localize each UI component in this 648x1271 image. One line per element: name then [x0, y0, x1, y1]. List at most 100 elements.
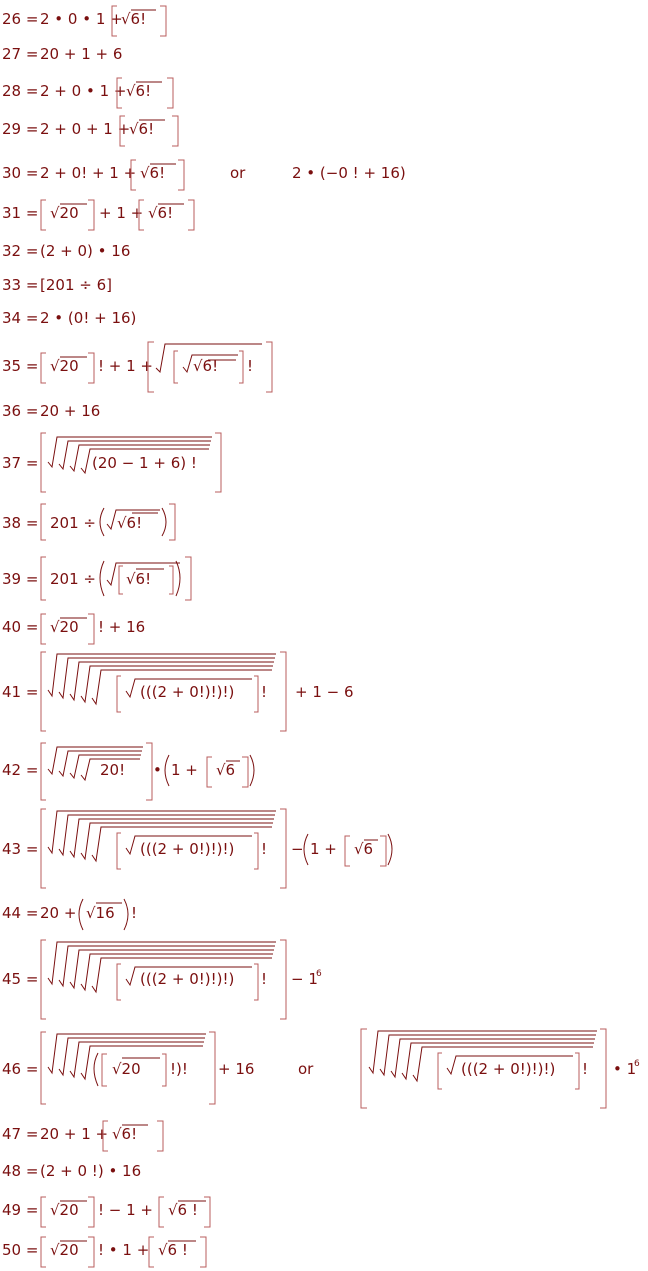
eq-term: !)!: [170, 1060, 188, 1078]
floor-bracket-left: [40, 1031, 46, 1105]
radical-sign: [91, 826, 272, 863]
eq-term: !: [261, 683, 267, 701]
eq-term: + 1 − 6: [295, 683, 354, 701]
equation-48: 48 = (2 + 0 !) • 16: [2, 1162, 141, 1180]
floor-bracket-right: [88, 1236, 95, 1268]
eq-term: 2 • (0! + 16): [40, 309, 136, 327]
eq-term: 201 ÷: [50, 514, 96, 532]
paren-left: [99, 560, 105, 597]
radical-sign: [80, 665, 273, 704]
eq-lhs: 37 =: [2, 454, 38, 472]
floor-bracket-right: [575, 1052, 580, 1090]
paren-right: [387, 833, 393, 866]
floor-bracket-right: [209, 1031, 216, 1105]
eq-lhs: 26 =: [2, 10, 38, 28]
floor-bracket-left: [360, 1028, 367, 1109]
eq-term: 20 + 1 +: [40, 1125, 108, 1143]
paren-left: [164, 754, 170, 787]
eq-lhs: 31 =: [2, 204, 38, 222]
floor-bracket-left: [116, 77, 122, 109]
eq-term: √20: [50, 1201, 79, 1219]
floor-bracket-right: [215, 432, 222, 493]
floor-bracket-right: [88, 1196, 95, 1228]
eq-term: [201 ÷ 6]: [40, 276, 112, 294]
floor-bracket-left: [40, 808, 46, 889]
equation-45: 45 = (((2 + 0!)!)!) ! − 1 6: [2, 939, 322, 1020]
eq-lhs: 35 =: [2, 357, 38, 375]
floor-bracket-left: [116, 832, 121, 870]
floor-bracket-right: [146, 742, 153, 801]
eq-term: − 1: [291, 970, 318, 988]
equation-43: 43 = (((2 + 0!)!)!) ! − 1 + √6: [2, 808, 393, 889]
eq-term: √16: [86, 904, 115, 922]
eq-term: √6 !: [158, 1241, 188, 1259]
equation-44: 44 = 20 + √16 !: [2, 898, 137, 931]
floor-bracket-right: [188, 199, 195, 231]
floor-bracket-left: [111, 5, 117, 37]
equation-29: 29 = 2 + 0 + 1 + √6!: [2, 115, 179, 147]
floor-bracket-right: [160, 5, 167, 37]
floor-bracket-right: [600, 1028, 607, 1109]
radical-sign: [58, 657, 275, 700]
equation-31: 31 = √20 + 1 + √6!: [2, 199, 195, 231]
floor-bracket-left: [40, 199, 46, 231]
eq-term: √20: [50, 1241, 79, 1259]
floor-bracket-right: [169, 503, 176, 541]
eq-term: √6!: [140, 164, 165, 182]
equation-47: 47 = 20 + 1 + √6!: [2, 1120, 164, 1152]
radical-sign: [390, 1038, 595, 1079]
eq-term: √20: [50, 204, 79, 222]
radical-sign: [69, 818, 274, 859]
equation-50: 50 = √20 ! • 1 + √6 !: [2, 1236, 207, 1268]
radical-sign: [446, 1055, 573, 1076]
radical-sign: [80, 822, 273, 861]
eq-lhs: 44 =: [2, 904, 38, 922]
radical-sign: [91, 957, 272, 994]
eq-term: 2 + 0 • 1 +: [40, 82, 126, 100]
eq-term: !: [261, 970, 267, 988]
eq-term: (20 − 1 + 6) !: [92, 454, 197, 472]
paren-right: [123, 898, 129, 931]
eq-term: √6!: [148, 204, 173, 222]
eq-term: (((2 + 0!)!)!): [140, 970, 234, 988]
radical-sign: [47, 436, 212, 469]
radical-sign: [69, 1041, 204, 1079]
radical-sign: [58, 750, 142, 778]
eq-term: 201 ÷: [50, 570, 96, 588]
floor-bracket-left: [116, 963, 121, 1001]
eq-lhs: 41 =: [2, 683, 38, 701]
radical-sign: [47, 1033, 206, 1075]
floor-bracket-right: [172, 115, 179, 147]
floor-bracket-right: [162, 1053, 167, 1087]
floor-bracket-right: [185, 556, 192, 601]
eq-lhs: 43 =: [2, 840, 38, 858]
floor-bracket-left: [40, 742, 46, 801]
floor-bracket-left: [40, 939, 46, 1020]
radical-sign: [80, 1045, 203, 1081]
eq-term: √6!: [112, 1125, 137, 1143]
floor-bracket-left: [138, 199, 144, 231]
eq-term: 20 + 1 + 6: [40, 45, 122, 63]
eq-term: !: [261, 840, 267, 858]
floor-bracket-right: [88, 613, 95, 645]
eq-term: !: [247, 357, 253, 375]
floor-bracket-right: [169, 565, 174, 595]
radical-sign: [80, 448, 209, 475]
floor-bracket-left: [158, 1196, 164, 1228]
eq-term: √6!: [129, 120, 154, 138]
equation-27: 27 = 20 + 1 + 6: [2, 45, 122, 63]
equation-30: 30 = 2 + 0! + 1 + √6! or 2 • (−0 ! + 16): [2, 159, 406, 191]
equation-33: 33 = [201 ÷ 6]: [2, 276, 112, 294]
eq-term: 1 +: [310, 840, 337, 858]
equation-35: 35 = √20 ! + 1 + √6! !: [2, 341, 273, 393]
radical-sign: [58, 814, 275, 857]
floor-bracket-right: [254, 675, 259, 713]
eq-lhs: 32 =: [2, 242, 38, 260]
floor-bracket-left: [344, 835, 350, 867]
eq-term: 2 + 0 + 1 +: [40, 120, 130, 138]
eq-term: √20: [112, 1060, 141, 1078]
eq-term: √6: [216, 761, 235, 779]
exponent: 6: [316, 969, 322, 979]
radical-sign: [125, 835, 252, 856]
